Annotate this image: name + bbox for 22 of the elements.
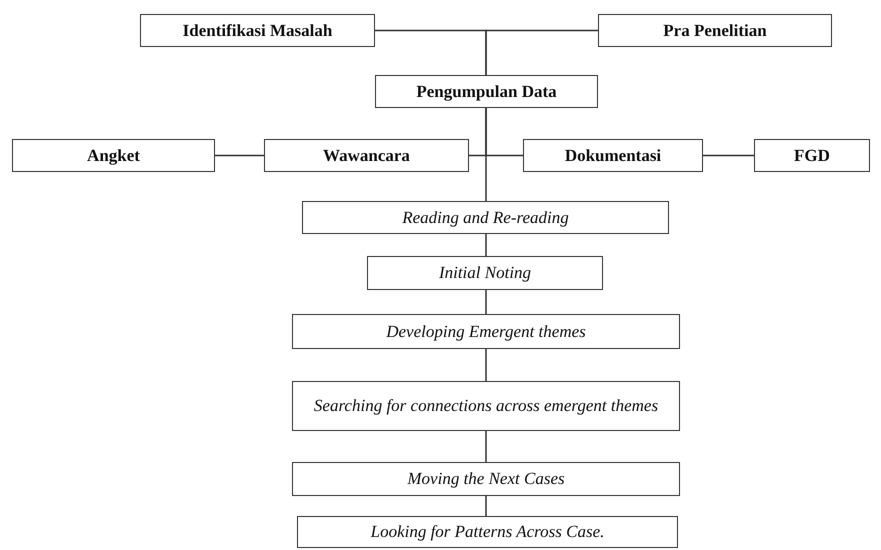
process-box: Searching for connections across emergent themes bbox=[292, 381, 680, 431]
connector-line bbox=[485, 108, 487, 201]
process-box: Dokumentasi bbox=[523, 139, 703, 172]
process-box: Moving the Next Cases bbox=[292, 462, 680, 496]
process-box: FGD bbox=[754, 139, 870, 172]
connector-line bbox=[485, 349, 487, 381]
process-box: Pengumpulan Data bbox=[375, 75, 598, 108]
process-box: Initial Noting bbox=[367, 256, 603, 290]
connector-line bbox=[485, 30, 598, 75]
process-box: Angket bbox=[12, 139, 215, 172]
connector-line bbox=[215, 154, 264, 156]
connector-line bbox=[485, 234, 487, 256]
process-box: Pra Penelitian bbox=[598, 14, 832, 47]
connector-line bbox=[485, 496, 487, 516]
process-box: Developing Emergent themes bbox=[292, 314, 680, 349]
connector-line bbox=[485, 431, 487, 462]
process-box: Identifikasi Masalah bbox=[140, 14, 375, 47]
process-box: Reading and Re-reading bbox=[302, 201, 669, 234]
connector-line bbox=[485, 290, 487, 314]
connector-line bbox=[703, 154, 754, 156]
process-box: Wawancara bbox=[264, 139, 469, 172]
process-box: Looking for Patterns Across Case. bbox=[297, 516, 678, 548]
